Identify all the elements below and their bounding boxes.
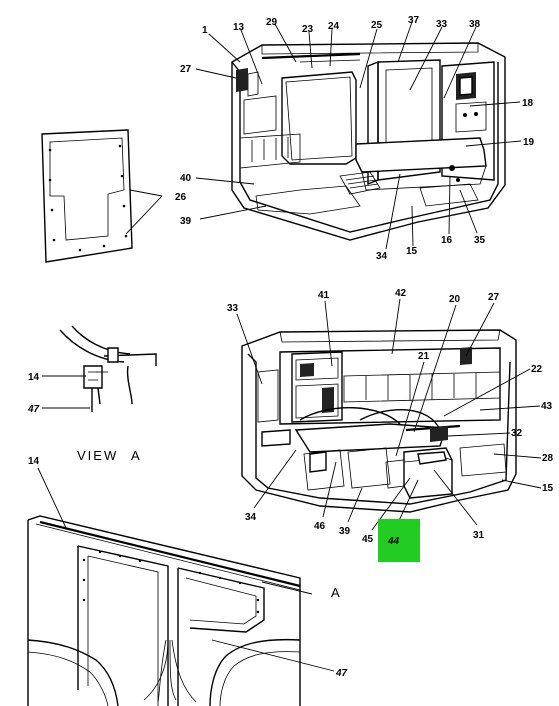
callout-41: 41 bbox=[318, 290, 330, 301]
callout-37: 37 bbox=[408, 15, 420, 26]
callout-1: 1 bbox=[202, 25, 208, 36]
callout-13: 13 bbox=[233, 22, 245, 33]
callout-39b: 39 bbox=[339, 526, 351, 537]
callout-33: 33 bbox=[436, 19, 448, 30]
view-a-illustration bbox=[59, 325, 157, 412]
callout-47-detail: 47 bbox=[335, 668, 348, 679]
callout-19: 19 bbox=[523, 137, 535, 148]
callout-28: 28 bbox=[542, 453, 554, 464]
callout-25: 25 bbox=[371, 20, 383, 31]
callout-15: 15 bbox=[406, 246, 418, 257]
callout-31: 31 bbox=[473, 530, 485, 541]
callout-22: 22 bbox=[531, 364, 543, 375]
callout-20: 20 bbox=[449, 294, 461, 305]
callout-33b: 33 bbox=[227, 303, 239, 314]
callout-32: 32 bbox=[511, 428, 523, 439]
callout-35: 35 bbox=[474, 235, 486, 246]
detail-labels: 14 A 47 bbox=[28, 456, 348, 679]
callout-14-detail: 14 bbox=[28, 456, 40, 467]
view-marker: A bbox=[131, 448, 142, 463]
callout-40: 40 bbox=[180, 173, 192, 184]
callout-47-view: 47 bbox=[27, 404, 40, 415]
callout-23: 23 bbox=[302, 24, 314, 35]
callout-39: 39 bbox=[180, 216, 192, 227]
bottom-cab-illustration bbox=[241, 329, 517, 513]
top-cab-illustration bbox=[231, 42, 506, 241]
callout-15b: 15 bbox=[542, 483, 554, 494]
detail-marker: A bbox=[331, 585, 342, 600]
callout-24: 24 bbox=[328, 21, 340, 32]
rear-panel-illustration bbox=[41, 129, 133, 263]
callout-26: 26 bbox=[175, 192, 187, 203]
highlight-box bbox=[378, 519, 420, 562]
callout-38: 38 bbox=[469, 19, 481, 30]
callouts-top: 1 13 29 23 24 25 37 33 38 27 18 19 40 26… bbox=[175, 15, 535, 262]
callout-18: 18 bbox=[522, 98, 534, 109]
callout-45: 45 bbox=[362, 534, 374, 545]
callout-43: 43 bbox=[541, 401, 553, 412]
callout-34: 34 bbox=[376, 251, 388, 262]
callout-29: 29 bbox=[266, 17, 278, 28]
callouts-bottom: 33 41 42 20 27 21 22 43 32 28 15 31 44 4… bbox=[227, 288, 554, 547]
callout-44: 44 bbox=[387, 536, 400, 547]
callout-46: 46 bbox=[314, 521, 326, 532]
callout-21: 21 bbox=[418, 351, 430, 362]
enlarged-detail-illustration bbox=[27, 515, 301, 706]
callout-27b: 27 bbox=[488, 292, 500, 303]
callout-42: 42 bbox=[395, 288, 407, 299]
callout-34b: 34 bbox=[245, 512, 257, 523]
view-a-labels: 14 47 VIEW A bbox=[27, 372, 142, 463]
callout-14-view: 14 bbox=[28, 372, 40, 383]
callout-16: 16 bbox=[441, 235, 453, 246]
callout-27: 27 bbox=[180, 64, 192, 75]
view-label: VIEW bbox=[77, 448, 118, 463]
leader-lines bbox=[37, 21, 542, 672]
